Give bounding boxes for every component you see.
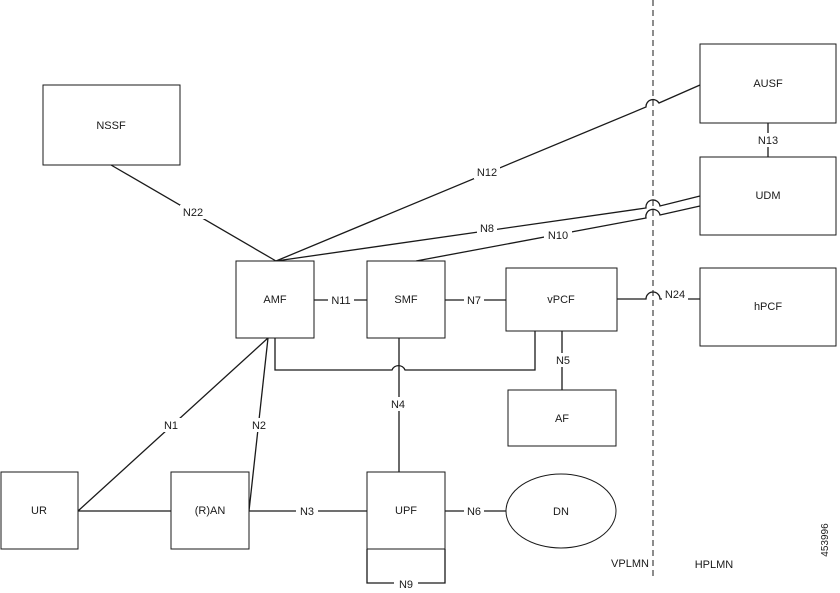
region-vplmn: VPLMN (611, 558, 649, 570)
svg-text:N8: N8 (480, 223, 494, 235)
label-n3: N3 (296, 504, 318, 518)
label-n24: N24 (662, 287, 688, 301)
link-n10 (415, 205, 701, 262)
node-nssf: NSSF (42, 84, 181, 166)
label-n10: N10 (544, 228, 572, 242)
svg-text:hPCF: hPCF (754, 301, 782, 313)
link-n12 (275, 84, 701, 262)
label-n12: N12 (474, 165, 500, 179)
node-ran: (R)AN (170, 471, 250, 550)
svg-text:AF: AF (555, 413, 569, 425)
node-amf: AMF (235, 260, 315, 339)
svg-text:N3: N3 (300, 506, 314, 518)
svg-text:AUSF: AUSF (753, 78, 783, 90)
svg-text:N5: N5 (556, 355, 570, 367)
node-hpcf: hPCF (699, 267, 837, 347)
node-upf: UPF (366, 471, 446, 550)
label-n4: N4 (388, 397, 410, 411)
region-hplmn: HPLMN (695, 559, 734, 571)
figure-id: 453996 (820, 523, 831, 557)
svg-text:AMF: AMF (263, 294, 287, 306)
label-n2: N2 (248, 418, 270, 432)
label-n5: N5 (553, 353, 573, 367)
svg-text:N10: N10 (548, 230, 568, 242)
label-n11: N11 (328, 293, 354, 307)
svg-text:N1: N1 (164, 420, 178, 432)
label-n9: N9 (394, 577, 418, 591)
svg-text:(R)AN: (R)AN (195, 505, 226, 517)
svg-text:N2: N2 (252, 420, 266, 432)
svg-text:UR: UR (31, 505, 47, 517)
svg-text:N12: N12 (477, 167, 497, 179)
node-smf: SMF (366, 260, 446, 339)
label-n13: N13 (755, 133, 781, 147)
link-n24 (617, 291, 700, 300)
svg-text:SMF: SMF (394, 294, 418, 306)
node-ur: UR (0, 471, 79, 550)
node-dn: DN (505, 473, 617, 549)
label-n6: N6 (464, 504, 484, 518)
svg-text:DN: DN (553, 506, 569, 518)
svg-text:N11: N11 (331, 295, 350, 307)
svg-text:N13: N13 (758, 135, 778, 147)
label-n8: N8 (477, 221, 497, 235)
node-ausf: AUSF (699, 43, 837, 124)
svg-text:N6: N6 (467, 506, 481, 518)
svg-text:vPCF: vPCF (547, 294, 575, 306)
svg-text:NSSF: NSSF (96, 120, 126, 132)
node-vpcf: vPCF (505, 267, 618, 332)
link-n8 (275, 195, 701, 262)
label-n1: N1 (160, 418, 182, 432)
svg-text:N7: N7 (467, 295, 481, 307)
svg-text:N22: N22 (183, 207, 203, 219)
label-n7: N7 (464, 293, 484, 307)
svg-text:UPF: UPF (395, 505, 417, 517)
svg-text:UDM: UDM (755, 190, 780, 202)
label-n22: N22 (180, 205, 206, 219)
svg-text:N24: N24 (665, 289, 685, 301)
node-udm: UDM (699, 156, 837, 236)
node-af: AF (507, 389, 617, 447)
svg-text:N4: N4 (391, 399, 405, 411)
svg-text:N9: N9 (399, 579, 413, 591)
